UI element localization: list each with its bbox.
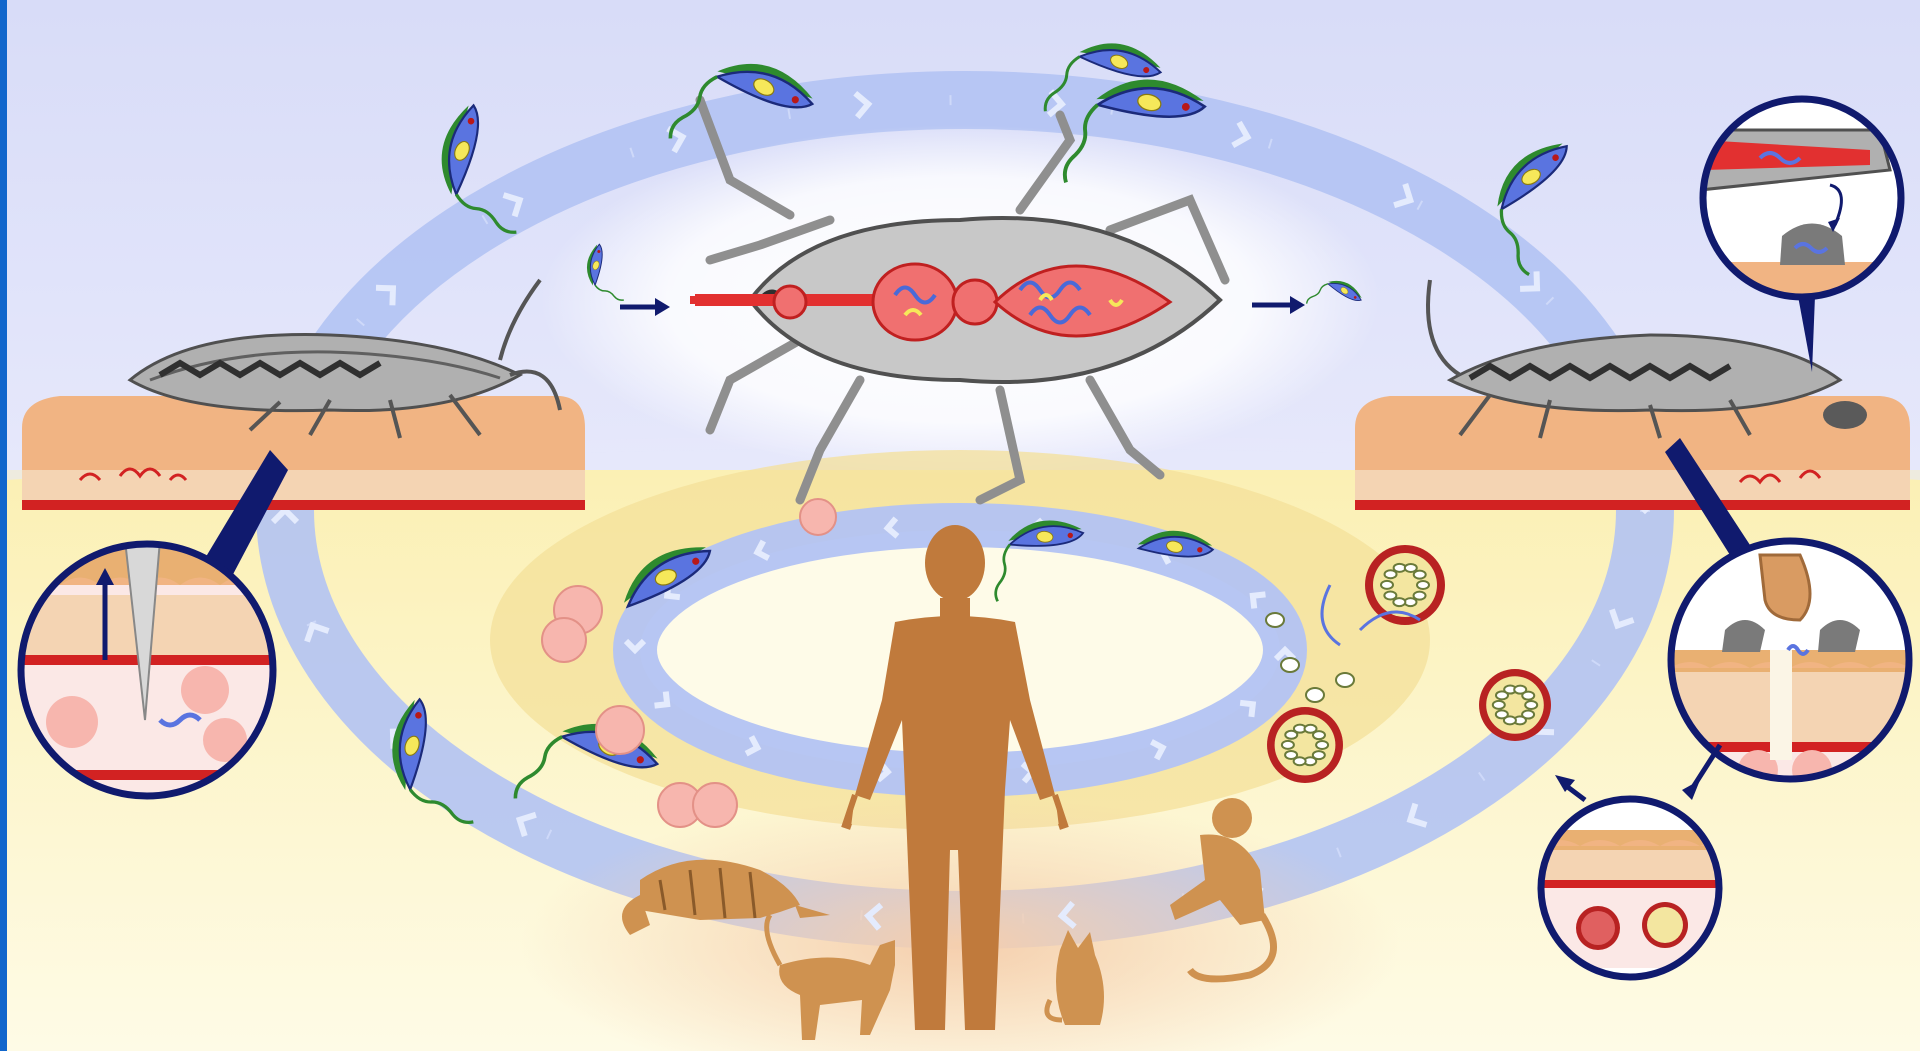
infected-cell-icon: [1479, 669, 1551, 741]
amastigote-icon: [1266, 613, 1284, 627]
amastigote-icon: [1306, 688, 1324, 702]
amastigote-icon: [1336, 673, 1354, 687]
left-skin-block: [22, 396, 585, 510]
red-blood-cell-icon: [693, 783, 737, 827]
infected-cell-icon: [1267, 707, 1343, 783]
amastigote-icon: [1281, 658, 1299, 672]
red-blood-cell-icon: [800, 499, 836, 535]
red-blood-cell-icon: [542, 618, 586, 662]
red-blood-cell-icon: [596, 706, 644, 754]
